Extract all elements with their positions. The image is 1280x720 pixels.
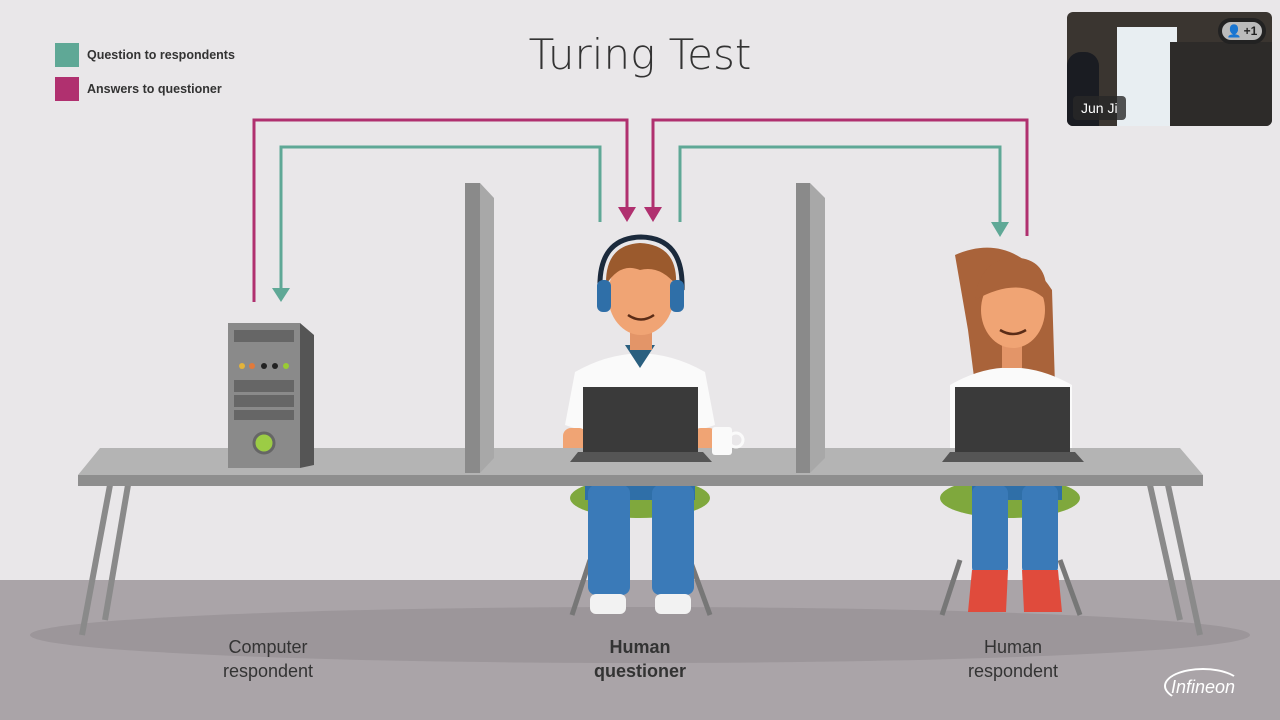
video-wall [1170, 42, 1272, 126]
partition [465, 183, 494, 473]
label-line: respondent [967, 661, 1059, 681]
human-respondent-label: Human respondent [913, 635, 1113, 683]
label-line: questioner [593, 661, 686, 681]
video-background [1117, 27, 1177, 126]
legend-item-answers: Answers to questioner [55, 77, 222, 101]
participant-video-tile[interactable]: Jun Ji 👤 +1 [1067, 12, 1272, 126]
arrow-head-icon [618, 207, 636, 222]
table-legs [79, 484, 1203, 636]
table-edge [78, 475, 1203, 486]
legend-label: Answers to questioner [87, 82, 222, 96]
laptop-icon [570, 387, 712, 462]
arrow-head-icon [644, 207, 662, 222]
slide-title: Turing Test [528, 30, 752, 79]
participants-count: +1 [1243, 24, 1258, 38]
label-line: respondent [222, 661, 314, 681]
legend-label: Question to respondents [87, 48, 235, 62]
person-icon: 👤 [1226, 24, 1242, 38]
legend-swatch-teal [55, 43, 79, 67]
partition [796, 183, 825, 473]
floor-shadow [30, 607, 1250, 663]
participants-count-button[interactable]: 👤 +1 [1218, 18, 1266, 44]
computer-respondent-label: Computer respondent [168, 635, 368, 683]
participant-name: Jun Ji [1073, 96, 1126, 120]
arrow-head-icon [991, 222, 1009, 237]
message-arrows [252, 118, 1029, 302]
laptop-icon [942, 387, 1084, 462]
label-line: Human [609, 637, 671, 657]
legend-swatch-magenta [55, 77, 79, 101]
coffee-mug-icon [712, 427, 745, 455]
computer-tower-icon [228, 323, 314, 468]
human-questioner-label: Human questioner [540, 635, 740, 683]
label-line: Computer [228, 637, 308, 657]
label-line: Human [983, 637, 1043, 657]
legend-item-questions: Question to respondents [55, 43, 235, 67]
arrow-head-icon [272, 288, 290, 302]
infineon-logo: Infineon [1164, 668, 1242, 704]
